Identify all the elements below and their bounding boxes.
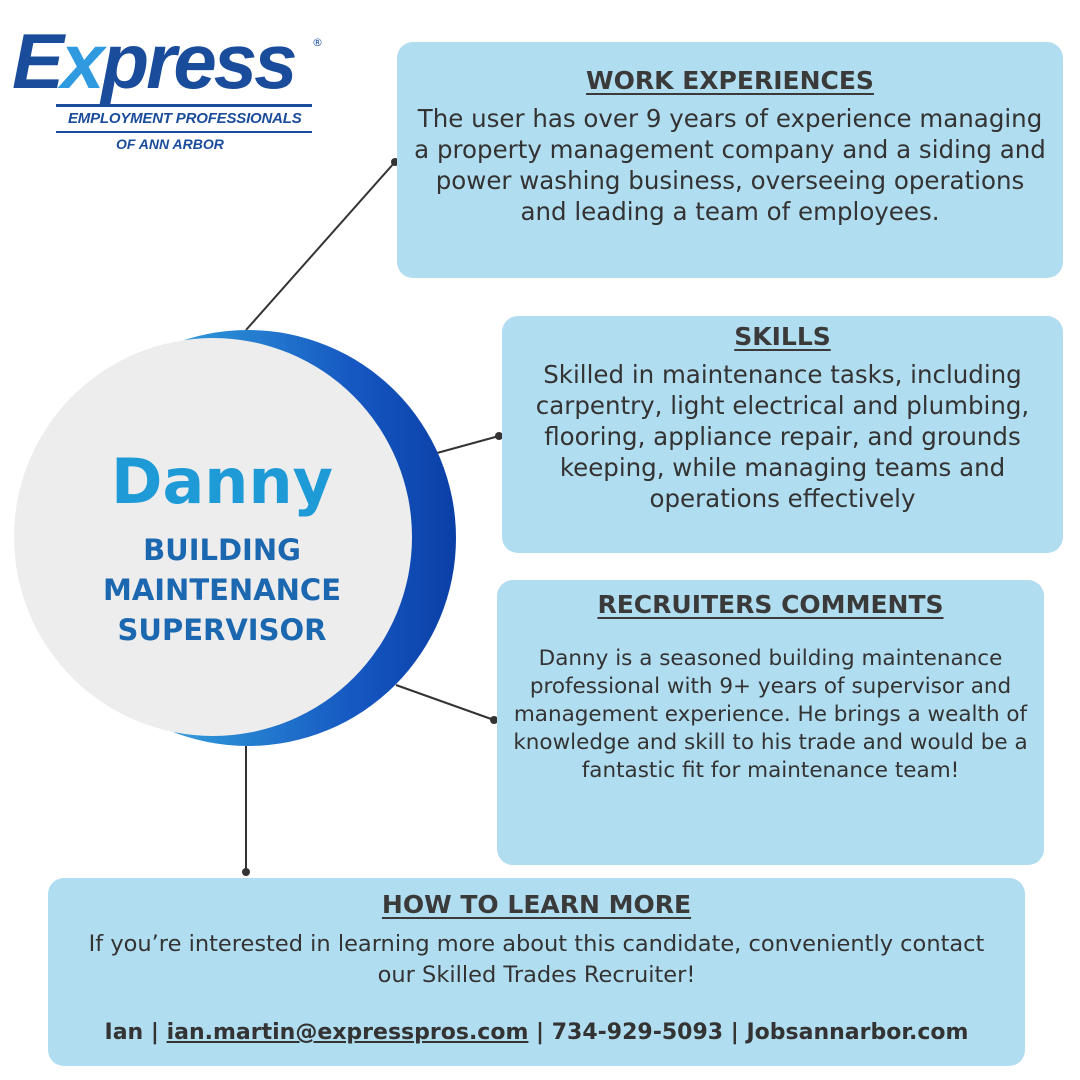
learn-more-heading: HOW TO LEARN MORE (381, 890, 692, 919)
recruiter-text: Danny is a seasoned building maintenance… (513, 646, 1028, 783)
candidate-name: Danny (111, 445, 333, 518)
candidate-circle (14, 338, 412, 736)
connector-skills (436, 435, 500, 454)
connector-learn-dot (242, 868, 250, 876)
skills-text: Skilled in maintenance tasks, including … (535, 360, 1030, 513)
learn-more-card: HOW TO LEARN MORE If you’re interested i… (48, 878, 1025, 1066)
connector-recruiter (395, 684, 495, 721)
connector-skills-dot (495, 432, 503, 440)
express-logo: Express ® EMPLOYMENT PROFESSIONALS OF AN… (12, 17, 323, 152)
separator: | (143, 1020, 167, 1045)
logo-wordmark: Express (12, 17, 298, 105)
separator: | (723, 1020, 747, 1045)
registered-mark: ® (312, 36, 323, 49)
contact-name: Ian (104, 1020, 144, 1045)
work-text: The user has over 9 years of experience … (414, 104, 1046, 226)
logo-rule (56, 104, 312, 107)
work-heading: WORK EXPERIENCES (586, 66, 874, 95)
connector-work (245, 161, 396, 331)
logo-tagline: EMPLOYMENT PROFESSIONALS (68, 110, 302, 127)
recruiter-comments-card: RECRUITERS COMMENTS Danny is a seasoned … (497, 580, 1044, 865)
contact-line: Ian | ian.martin@expresspros.com | 734-9… (48, 1020, 1025, 1045)
phone-number[interactable]: 734-929-5093 (551, 1020, 724, 1045)
logo-rule-lower (56, 131, 312, 133)
separator: | (528, 1020, 552, 1045)
skills-heading: SKILLS (734, 322, 831, 351)
recruiter-heading: RECRUITERS COMMENTS (597, 590, 944, 619)
role-line: BUILDING (143, 533, 301, 567)
candidate-role: BUILDING MAINTENANCE SUPERVISOR (14, 530, 430, 650)
email-link[interactable]: ian.martin@expresspros.com (166, 1020, 529, 1045)
role-line: MAINTENANCE (102, 573, 342, 607)
logo-location: OF ANN ARBOR (116, 136, 224, 152)
work-experiences-card: WORK EXPERIENCES The user has over 9 yea… (397, 42, 1063, 278)
learn-more-text: If you’re interested in learning more ab… (88, 931, 985, 988)
role-line: SUPERVISOR (117, 613, 327, 647)
skills-card: SKILLS Skilled in maintenance tasks, inc… (502, 316, 1063, 553)
connector-recruiter-dot (490, 716, 498, 724)
website-link[interactable]: Jobsannarbor.com (746, 1020, 969, 1045)
